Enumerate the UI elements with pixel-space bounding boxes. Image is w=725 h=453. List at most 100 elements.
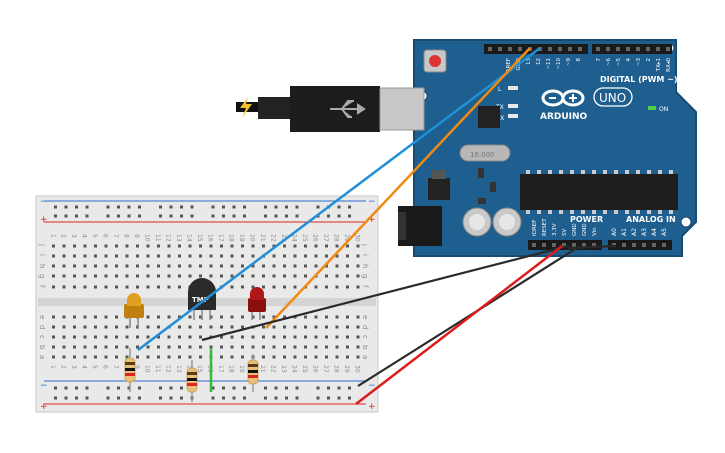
breadboard-hole[interactable] (73, 315, 76, 319)
breadboard-hole[interactable] (272, 315, 276, 319)
breadboard-hole[interactable] (83, 345, 87, 349)
rail-hole[interactable] (211, 214, 215, 218)
breadboard-hole[interactable] (146, 355, 150, 359)
breadboard-hole[interactable] (94, 285, 97, 289)
breadboard-hole[interactable] (52, 285, 55, 289)
breadboard-hole[interactable] (230, 335, 234, 339)
rail-hole[interactable] (64, 205, 68, 209)
breadboard-hole[interactable] (104, 264, 108, 268)
breadboard-hole[interactable] (188, 345, 192, 349)
breadboard-hole[interactable] (73, 355, 76, 359)
breadboard-hole[interactable] (314, 315, 318, 319)
power-pin-hole[interactable] (592, 243, 596, 247)
rail-hole[interactable] (169, 205, 173, 209)
breadboard-hole[interactable] (346, 315, 349, 319)
breadboard-hole[interactable] (199, 335, 202, 339)
breadboard-hole[interactable] (167, 285, 171, 289)
rail-hole[interactable] (337, 205, 341, 209)
breadboard-hole[interactable] (146, 325, 150, 329)
breadboard-hole[interactable] (146, 264, 150, 268)
wire-black-analog[interactable] (567, 244, 617, 250)
breadboard-hole[interactable] (335, 244, 339, 248)
breadboard-hole[interactable] (209, 274, 213, 278)
breadboard-hole[interactable] (136, 285, 139, 289)
digital-pin-hole[interactable] (498, 47, 502, 51)
rail-hole[interactable] (348, 386, 351, 390)
breadboard-hole[interactable] (314, 244, 318, 248)
breadboard-hole[interactable] (52, 254, 55, 258)
breadboard-hole[interactable] (157, 274, 160, 278)
breadboard-hole[interactable] (356, 254, 360, 258)
breadboard-hole[interactable] (356, 274, 360, 278)
breadboard-hole[interactable] (104, 274, 108, 278)
breadboard-hole[interactable] (199, 274, 202, 278)
breadboard-hole[interactable] (73, 264, 76, 268)
breadboard-hole[interactable] (73, 345, 76, 349)
breadboard-hole[interactable] (136, 254, 139, 258)
breadboard-hole[interactable] (251, 315, 255, 319)
breadboard-hole[interactable] (178, 335, 181, 339)
breadboard-hole[interactable] (251, 345, 255, 349)
breadboard-hole[interactable] (304, 325, 307, 329)
rail-hole[interactable] (264, 205, 267, 209)
breadboard-hole[interactable] (73, 274, 76, 278)
rail-hole[interactable] (232, 396, 236, 400)
breadboard-hole[interactable] (283, 254, 286, 258)
rail-hole[interactable] (106, 205, 110, 209)
breadboard-hole[interactable] (272, 355, 276, 359)
breadboard-hole[interactable] (62, 274, 66, 278)
breadboard-hole[interactable] (104, 244, 108, 248)
rail-hole[interactable] (211, 386, 215, 390)
breadboard-hole[interactable] (346, 335, 349, 339)
rail-hole[interactable] (159, 214, 162, 218)
breadboard-hole[interactable] (356, 315, 360, 319)
rail-hole[interactable] (327, 214, 330, 218)
breadboard-hole[interactable] (314, 355, 318, 359)
breadboard-hole[interactable] (136, 274, 139, 278)
breadboard-hole[interactable] (62, 335, 66, 339)
breadboard-hole[interactable] (83, 355, 87, 359)
breadboard-hole[interactable] (73, 244, 76, 248)
rail-hole[interactable] (264, 386, 267, 390)
digital-pin-hole[interactable] (656, 47, 660, 51)
analog-pin-hole[interactable] (652, 243, 656, 247)
breadboard-hole[interactable] (199, 244, 202, 248)
rail-hole[interactable] (138, 205, 141, 209)
rail-hole[interactable] (127, 205, 131, 209)
breadboard-hole[interactable] (262, 325, 265, 329)
wire-blue[interactable] (137, 47, 541, 351)
breadboard-hole[interactable] (199, 345, 202, 349)
analog-pin-hole[interactable] (662, 243, 666, 247)
breadboard-hole[interactable] (325, 315, 328, 319)
rail-hole[interactable] (85, 396, 89, 400)
breadboard-hole[interactable] (167, 355, 171, 359)
breadboard-hole[interactable] (241, 325, 244, 329)
breadboard-hole[interactable] (346, 244, 349, 248)
breadboard-hole[interactable] (325, 254, 328, 258)
breadboard-hole[interactable] (241, 315, 244, 319)
breadboard-hole[interactable] (283, 244, 286, 248)
rail-hole[interactable] (211, 396, 215, 400)
breadboard-hole[interactable] (325, 244, 328, 248)
breadboard-hole[interactable] (62, 254, 66, 258)
rail-hole[interactable] (211, 205, 215, 209)
breadboard-hole[interactable] (199, 355, 202, 359)
breadboard-hole[interactable] (251, 254, 255, 258)
breadboard-hole[interactable] (335, 335, 339, 339)
breadboard-hole[interactable] (356, 345, 360, 349)
rail-hole[interactable] (274, 205, 278, 209)
breadboard-hole[interactable] (188, 325, 192, 329)
breadboard-hole[interactable] (199, 315, 202, 319)
rail-hole[interactable] (232, 205, 236, 209)
breadboard-hole[interactable] (220, 254, 223, 258)
breadboard-hole[interactable] (272, 264, 276, 268)
rail-hole[interactable] (54, 205, 57, 209)
breadboard-hole[interactable] (104, 345, 108, 349)
breadboard-hole[interactable] (314, 285, 318, 289)
breadboard-hole[interactable] (115, 274, 118, 278)
breadboard-hole[interactable] (157, 244, 160, 248)
breadboard-hole[interactable] (115, 285, 118, 289)
rail-hole[interactable] (75, 396, 78, 400)
breadboard-hole[interactable] (115, 345, 118, 349)
rail-hole[interactable] (75, 214, 78, 218)
